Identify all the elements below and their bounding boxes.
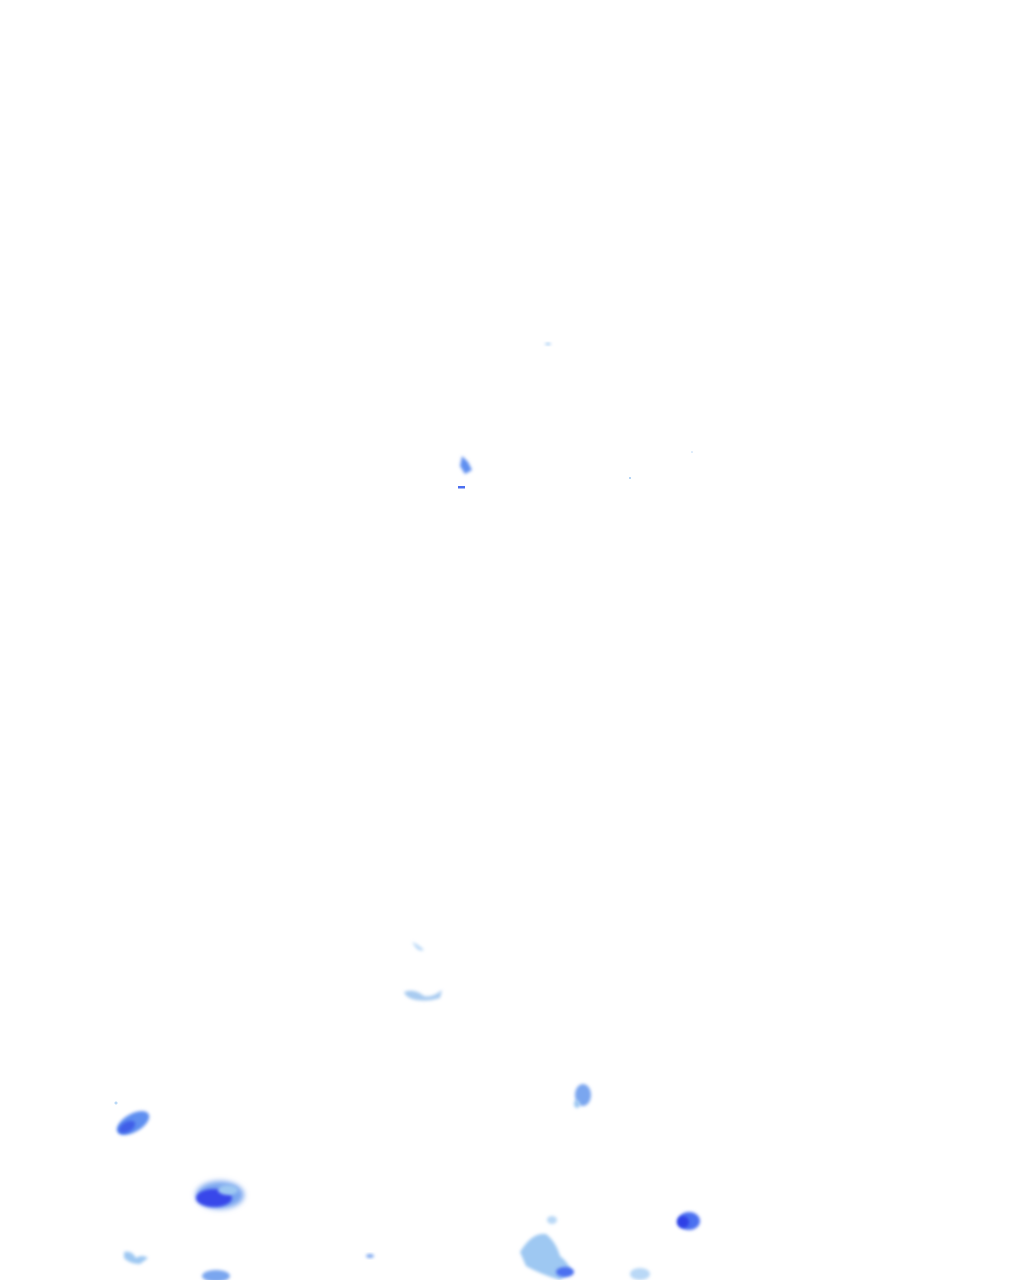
- radar-echo-cell: [677, 1212, 700, 1230]
- radar-echo-cell: [404, 942, 442, 1001]
- radar-echo-cell: [124, 1251, 148, 1264]
- radar-echo-cell: [520, 1216, 574, 1280]
- radar-echo-cell: [458, 456, 472, 489]
- radar-echo-cell: [202, 1270, 230, 1280]
- radar-echo-cell: [366, 1254, 374, 1258]
- radar-echo-cell: [114, 1101, 150, 1135]
- radar-echo-cell: [629, 477, 631, 479]
- radar-echo-cell: [691, 451, 693, 453]
- radar-echo-cell: [574, 1084, 591, 1108]
- radar-echo-cell: [545, 342, 551, 346]
- radar-echo-cell: [196, 1181, 244, 1209]
- radar-echo-cell: [630, 1268, 650, 1280]
